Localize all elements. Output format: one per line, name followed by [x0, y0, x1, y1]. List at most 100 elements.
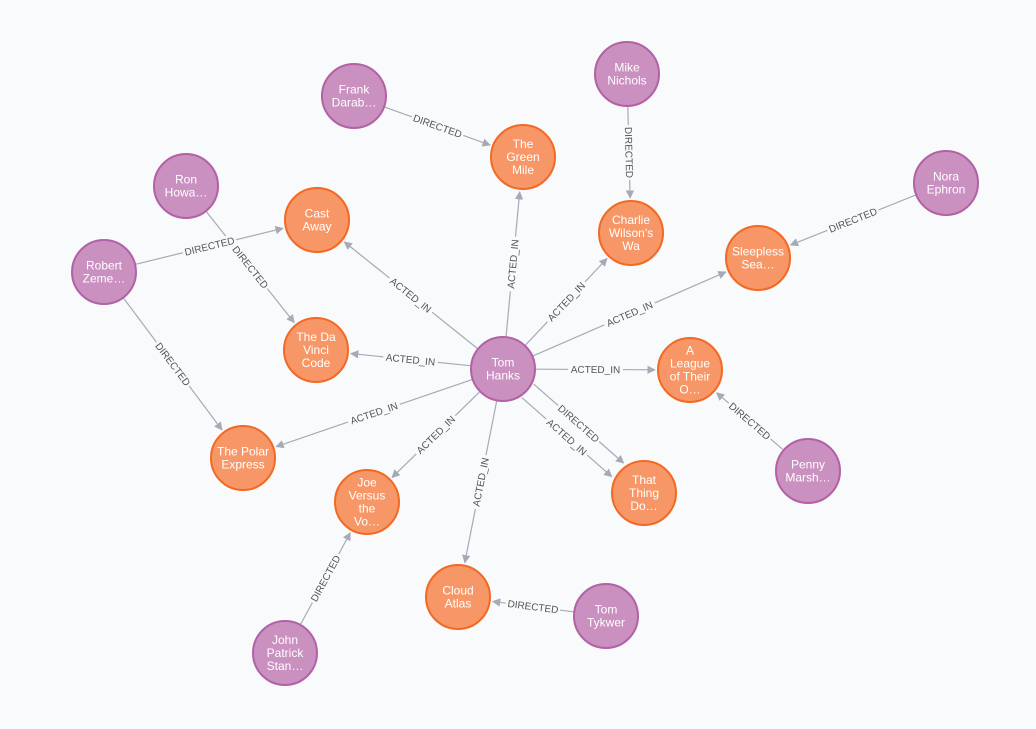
edge-label-background [542, 414, 592, 460]
edge-label-background [346, 398, 402, 428]
node-label-line: Darab… [332, 96, 377, 110]
person-node-ron[interactable]: RonHowa… [153, 153, 219, 219]
relationship-edge[interactable]: DIRECTED [384, 106, 491, 147]
relationship-edge[interactable]: DIRECTED [622, 106, 636, 199]
edge-label: ACTED_IN [571, 365, 621, 376]
person-node-circle[interactable] [470, 336, 536, 402]
node-label-line: John [272, 633, 298, 647]
person-node-penny[interactable]: PennyMarsh… [775, 438, 841, 504]
movie-node-circle[interactable] [210, 425, 276, 491]
movie-node-circle[interactable] [657, 337, 723, 403]
relationship-edge[interactable]: DIRECTED [715, 392, 784, 450]
person-node-circle[interactable] [153, 153, 219, 219]
movie-node-circle[interactable] [334, 469, 400, 535]
edge-label: DIRECTED [229, 244, 269, 291]
edge-label: ACTED_IN [349, 401, 399, 427]
edge-label-background [469, 453, 492, 511]
relationship-edge[interactable]: DIRECTED [123, 298, 223, 431]
node-label-line: Cloud [442, 584, 473, 598]
edge-label-background [181, 233, 238, 259]
node-label-line: Green [506, 150, 539, 164]
node-label-line: Frank [339, 83, 371, 97]
relationship-edge[interactable]: DIRECTED [135, 226, 284, 265]
node-label-line: League [670, 357, 710, 371]
movie-node-joe[interactable]: JoeVersustheVo… [334, 469, 400, 535]
node-label-line: of Their [670, 370, 710, 384]
person-node-frank[interactable]: FrankDarab… [321, 63, 387, 129]
edge-label-background [409, 111, 466, 142]
edge-label: DIRECTED [507, 599, 559, 616]
edge-label-background [825, 204, 881, 236]
node-label-line: Vinci [303, 343, 329, 357]
node-label-line: The Da [296, 330, 336, 344]
person-node-circle[interactable] [594, 41, 660, 107]
relationship-edge[interactable]: ACTED_IN [535, 363, 656, 376]
movie-node-circle[interactable] [490, 124, 556, 190]
edge-label-background [543, 277, 590, 326]
node-label-line: Nora [933, 170, 959, 184]
edge-label-background [568, 363, 623, 376]
movie-node-circle[interactable] [725, 225, 791, 291]
person-node-circle[interactable] [913, 150, 979, 216]
node-label-line: Sleepless [732, 245, 784, 259]
relationship-edge[interactable]: ACTED_IN [504, 191, 524, 337]
edge-label: DIRECTED [622, 127, 634, 178]
relationship-edge[interactable]: ACTED_IN [391, 391, 480, 479]
movie-node-circle[interactable] [284, 187, 350, 253]
node-label-line: Nichols [607, 74, 646, 88]
person-node-circle[interactable] [71, 239, 137, 305]
relationship-edge[interactable]: ACTED_IN [343, 241, 478, 349]
person-node-robert[interactable]: RobertZeme… [71, 239, 137, 305]
edge-label: DIRECTED [152, 341, 191, 389]
node-label-line: the [359, 502, 376, 516]
node-label-line: Mike [614, 61, 640, 75]
relationship-edge[interactable]: ACTED_IN [525, 257, 608, 346]
relationship-edge[interactable]: ACTED_IN [349, 350, 471, 369]
edge-label: DIRECTED [726, 401, 772, 443]
relationship-edge[interactable]: DIRECTED [789, 194, 916, 247]
movie-node-circle[interactable] [425, 564, 491, 630]
node-label-line: O… [679, 383, 700, 397]
node-label-line: Penny [791, 458, 825, 472]
edge-label-background [382, 350, 439, 369]
node-label-line: Vo… [354, 515, 380, 529]
node-label-line: Charlie [612, 213, 650, 227]
person-node-circle[interactable] [775, 438, 841, 504]
relationship-edge[interactable]: DIRECTED [300, 532, 351, 625]
movie-node-circle[interactable] [611, 460, 677, 526]
person-node-johnp[interactable]: JohnPatrickStan… [252, 620, 318, 686]
movie-node-thatthing[interactable]: ThatThingDo… [611, 460, 677, 526]
relationship-edge[interactable]: ACTED_IN [462, 401, 498, 564]
node-label-line: The Polar [217, 445, 269, 459]
node-label-line: Express [221, 458, 264, 472]
relationship-edge[interactable]: DIRECTED [491, 597, 574, 616]
node-label-line: Code [302, 356, 331, 370]
node-label-line: Versus [349, 489, 386, 503]
movie-node-circle[interactable] [598, 200, 664, 266]
node-label-line: Hanks [486, 369, 520, 383]
person-node-circle[interactable] [321, 63, 387, 129]
person-node-circle[interactable] [252, 620, 318, 686]
edge-label: DIRECTED [184, 236, 236, 259]
person-node-circle[interactable] [573, 583, 639, 649]
edge-label-background [151, 338, 195, 390]
movie-node-circle[interactable] [283, 317, 349, 383]
node-label-line: Thing [629, 486, 659, 500]
edge-label: ACTED_IN [385, 353, 435, 369]
movie-node-sleepless[interactable]: SleeplessSea… [725, 225, 791, 291]
edge-label-background [602, 297, 658, 331]
